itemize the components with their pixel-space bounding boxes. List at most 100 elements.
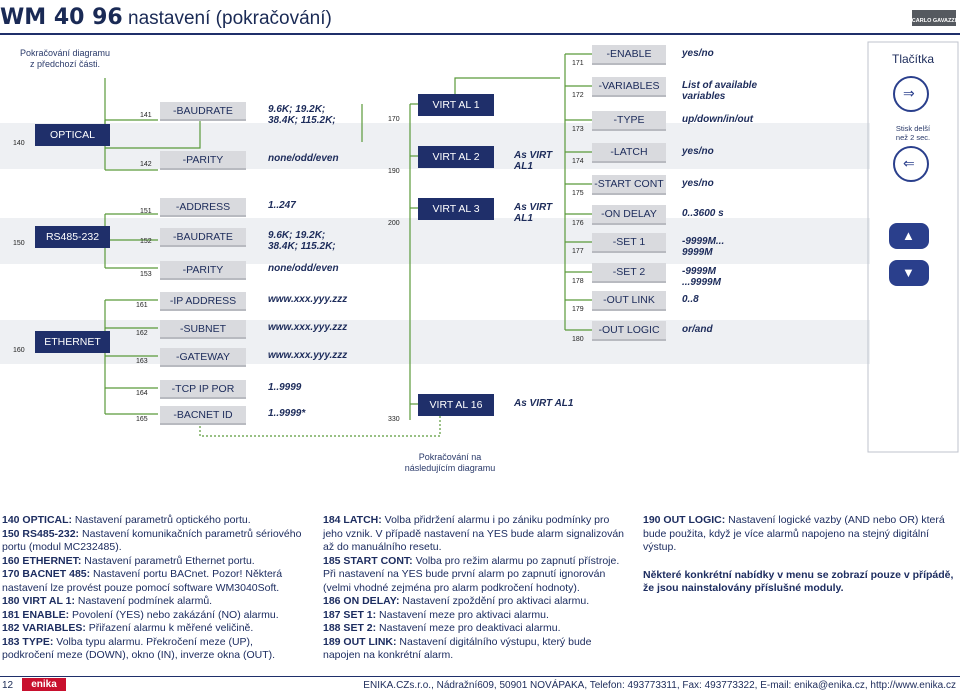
param-box: -PARITY [160, 151, 246, 170]
notes-col-1: 140 OPTICAL: Nastavení parametrů optické… [2, 514, 304, 663]
footer-logo: enika [22, 678, 66, 691]
note-text: Nastavení parametrů optického portu. [72, 514, 251, 526]
footer-rule [0, 676, 960, 677]
param-id: 173 [572, 126, 584, 133]
note-key: 150 RS485-232: [2, 527, 80, 540]
continued-next-note: Pokračování na následujícím diagramu [404, 452, 496, 473]
note-paragraph: 182 VARIABLES: Přiřazení alarmu k měřené… [2, 622, 304, 636]
param-box: -ON DELAY [592, 205, 666, 225]
down-button-icon [889, 260, 929, 286]
param-box: -OUT LINK [592, 291, 666, 311]
brand-name: CARLO GAVAZZI [911, 18, 957, 24]
note-key: 188 SET 2: [323, 622, 377, 634]
param-value: none/odd/even [268, 153, 339, 164]
header-rule [0, 33, 960, 35]
note-text: Nastavení digitálního výstupu, který bud… [323, 635, 592, 662]
virt-value: As VIRT AL1 [514, 398, 574, 409]
virt-box: VIRT AL 1 [418, 94, 494, 116]
note-text: Přiřazení alarmu k měřené veličině. [85, 622, 254, 634]
param-box: -OUT LOGIC [592, 321, 666, 341]
note-key: 140 OPTICAL: [2, 514, 73, 526]
param-box: -BAUDRATE [160, 228, 246, 247]
down-triangle-icon: ▼ [902, 265, 915, 280]
virt-id: 170 [388, 116, 400, 123]
param-id: 152 [140, 238, 152, 245]
param-id: 176 [572, 220, 584, 227]
param-value: www.xxx.yyy.zzz [268, 350, 348, 361]
note-text: Nastavení logické vazby (AND nebo OR) kt… [643, 514, 945, 553]
param-id: 177 [572, 248, 584, 255]
model-name: WM 40 96 [0, 5, 123, 30]
footer-contact: ENIKA.CZs.r.o., Nádražní609, 50901 NOVÁP… [363, 680, 956, 691]
param-value: 1..9999* [268, 408, 306, 419]
page-number: 12 [2, 680, 14, 691]
note-paragraph: 186 ON DELAY: Nastavení zpoždění pro akt… [323, 595, 629, 609]
param-value: yes/no [682, 48, 714, 59]
note-text: Nastavení portu BACnet. Pozor! Některá n… [2, 568, 283, 594]
param-id: 165 [136, 416, 148, 423]
virt-id: 330 [388, 416, 400, 423]
note-key: 187 SET 1: [323, 608, 377, 621]
param-id: 161 [136, 302, 148, 309]
note-paragraph: 140 OPTICAL: Nastavení parametrů optické… [2, 514, 304, 528]
note-key: 170 BACNET 485: [2, 568, 91, 580]
note-paragraph: 170 BACNET 485: Nastavení portu BACnet. … [2, 568, 304, 595]
page-title: WM 40 96 nastavení (pokračování) [0, 4, 332, 32]
note-paragraph: 185 START CONT: Volba pro režim alarmu p… [323, 555, 629, 596]
param-id: 174 [572, 158, 584, 165]
param-value: yes/no [682, 178, 714, 189]
note-text: Nastavení meze pro aktivaci alarmu. [376, 608, 549, 621]
continued-from-note: Pokračování diagramu z předchozí části. [19, 48, 111, 69]
group-id: 140 [13, 140, 25, 147]
param-box: -GATEWAY [160, 348, 246, 367]
param-id: 162 [136, 330, 148, 337]
virt-id: 200 [388, 220, 400, 227]
module-warning: Některé konkrétní nabídky v menu se zobr… [643, 568, 954, 595]
note-paragraph: 184 LATCH: Volba přidržení alarmu i po z… [323, 514, 629, 555]
enter-arrow-icon: ⇒ [903, 85, 915, 101]
virt-id: 190 [388, 168, 400, 175]
up-triangle-icon: ▲ [902, 228, 915, 243]
note-key: 182 VARIABLES: [2, 622, 86, 634]
group-rs485: RS485-232 [35, 226, 110, 248]
note-paragraph: 189 OUT LINK: Nastavení digitálního výst… [323, 636, 629, 663]
group-id: 160 [13, 347, 25, 354]
note-text: Nastavení komunikačních parametrů sériov… [2, 527, 302, 554]
note-key: 185 START CONT: [323, 554, 413, 567]
note-paragraph: 181 ENABLE: Povolení (YES) nebo zakázání… [2, 609, 304, 623]
virt-box: VIRT AL 16 [418, 394, 494, 416]
note-text: Povolení (YES) nebo zakázání (NO) alarmu… [69, 608, 279, 621]
param-value: 9.6K; 19.2K; 38.4K; 115.2K; [268, 104, 336, 126]
param-value: -9999M ...9999M [682, 266, 721, 288]
param-value: 1..247 [268, 200, 296, 211]
param-id: 153 [140, 271, 152, 278]
up-button-icon [889, 223, 929, 249]
virt-box: VIRT AL 3 [418, 198, 494, 220]
param-id: 172 [572, 92, 584, 99]
param-value: 0..8 [682, 294, 699, 305]
param-id: 164 [136, 390, 148, 397]
enter-button-icon [893, 76, 929, 112]
param-value: 9.6K; 19.2K; 38.4K; 115.2K; [268, 230, 336, 252]
param-box: -SET 2 [592, 263, 666, 283]
note-text: Nastavení meze pro deaktivaci alarmu. [376, 622, 561, 634]
param-id: 178 [572, 278, 584, 285]
note-paragraph: 160 ETHERNET: Nastavení parametrů Ethern… [2, 555, 304, 569]
param-box: -SUBNET [160, 320, 246, 339]
param-value: www.xxx.yyy.zzz [268, 322, 348, 333]
hold-note: Stisk delší než 2 sec. [895, 124, 931, 142]
param-box: -ADDRESS [160, 198, 246, 217]
note-key: 180 VIRT AL 1: [2, 595, 75, 607]
virt-value: As VIRT AL1 [514, 202, 553, 224]
footer-logo-text: enika [31, 679, 57, 690]
param-box: -TCP IP POR [160, 380, 246, 399]
notes-col-3: 190 OUT LOGIC: Nastavení logické vazby (… [643, 514, 955, 596]
title-suffix: nastavení (pokračování) [122, 8, 332, 29]
param-value: List of available variables [682, 80, 758, 102]
param-id: 163 [136, 358, 148, 365]
note-key: 186 ON DELAY: [323, 595, 400, 607]
param-value: -9999M... 9999M [682, 236, 725, 258]
param-id: 179 [572, 306, 584, 313]
exit-button-icon [893, 146, 929, 182]
param-value: up/down/in/out [682, 114, 754, 125]
